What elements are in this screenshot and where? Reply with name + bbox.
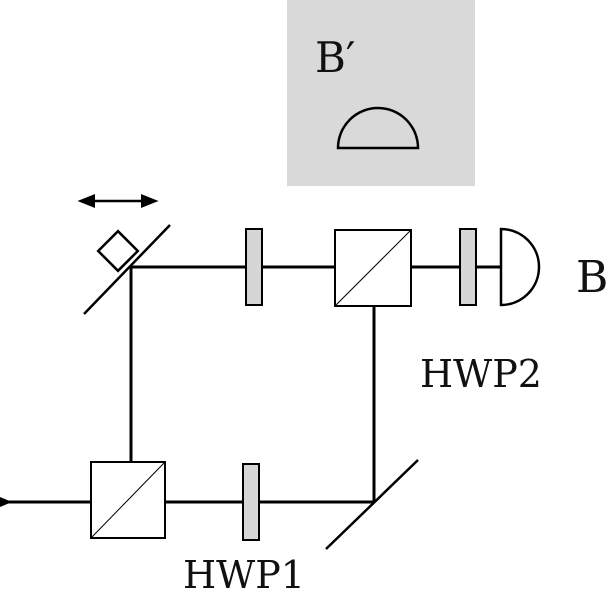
half-wave-plate-2 (459, 228, 477, 306)
beam-paths (0, 265, 505, 504)
movable-mirror-icon (83, 224, 171, 315)
detector-b-icon (499, 227, 541, 307)
detector-b-label: B (576, 252, 608, 303)
half-wave-plate-top (245, 228, 263, 306)
beam-splitter-1 (90, 461, 166, 539)
hwp1-label: HWP1 (183, 553, 305, 594)
panel-background (287, 0, 475, 186)
hwp2-label: HWP2 (420, 352, 542, 396)
input-arrow-icon (0, 497, 12, 507)
detector-b-prime-icon (336, 106, 420, 150)
fixed-mirror (325, 459, 419, 550)
beam-splitter-2 (334, 229, 412, 307)
detector-b-prime-panel: B′ (287, 0, 475, 186)
detector-b-prime-label: B′ (315, 33, 355, 82)
half-wave-plate-1 (242, 463, 260, 541)
